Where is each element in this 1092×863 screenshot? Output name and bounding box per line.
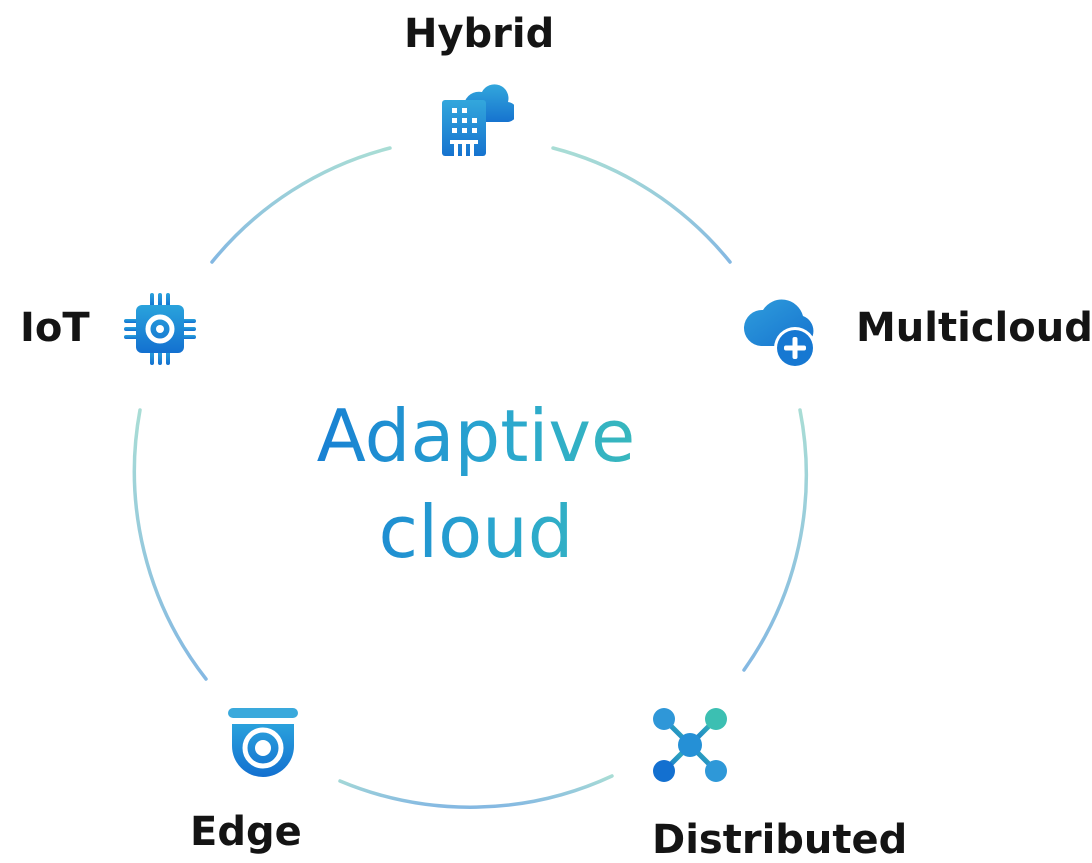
node-label-iot: IoT bbox=[20, 305, 90, 351]
center-title-line1: Adaptive bbox=[316, 394, 636, 478]
arc-edge-iot bbox=[132, 408, 208, 681]
arc-iot-hybrid bbox=[210, 146, 392, 264]
cloud-plus-icon bbox=[743, 299, 816, 369]
network-nodes-icon bbox=[653, 708, 727, 782]
arc-multicloud-distributed bbox=[742, 408, 809, 672]
hybrid-building-cloud-icon bbox=[442, 84, 514, 156]
arc-distributed-edge bbox=[338, 774, 614, 809]
edge-camera-icon bbox=[228, 708, 298, 777]
node-label-distributed: Distributed bbox=[652, 817, 908, 863]
center-title-line2: cloud bbox=[378, 490, 574, 574]
center-title: Adaptive cloud bbox=[276, 388, 676, 580]
node-label-edge: Edge bbox=[190, 809, 302, 855]
chip-icon bbox=[124, 293, 196, 365]
node-label-hybrid: Hybrid bbox=[404, 11, 555, 57]
node-label-multicloud: Multicloud bbox=[856, 305, 1092, 351]
arc-hybrid-multicloud bbox=[551, 146, 732, 264]
